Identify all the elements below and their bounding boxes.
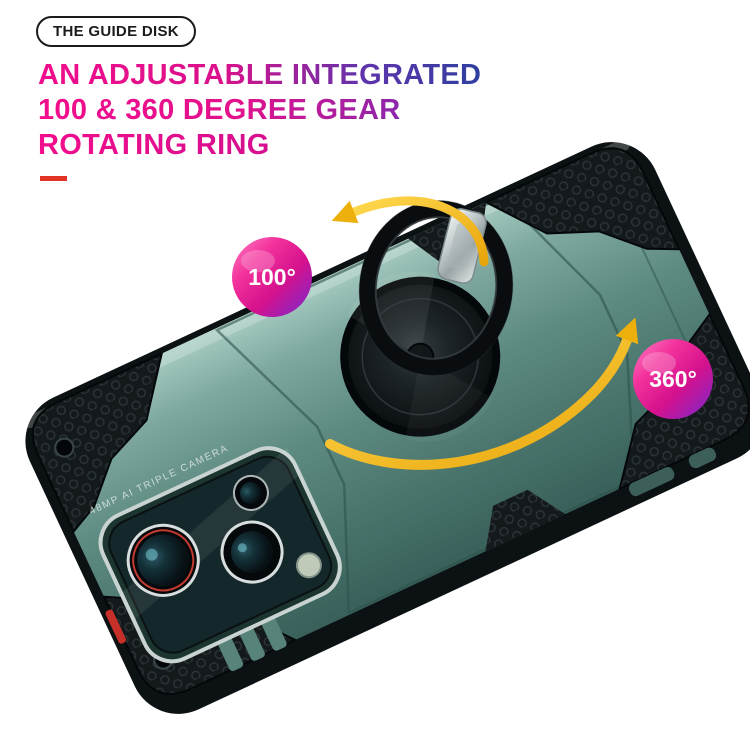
arrow-100-sweep [331, 196, 489, 267]
red-side-stripe [105, 609, 127, 644]
red-accent-dash [40, 176, 67, 181]
bumper-top-left [31, 351, 164, 534]
callout-360-badge: 360° [633, 339, 713, 419]
phone-case: 48MP AI TRIPLE CAMERA [23, 138, 750, 714]
arrow-360-head [615, 317, 639, 345]
bumper-top-right [483, 147, 681, 251]
lanyard-hole-top-rim [54, 437, 75, 458]
headline-line-2: 100 & 360 DEGREE GEAR [38, 94, 401, 126]
volume-button [688, 447, 717, 469]
power-button [628, 467, 675, 497]
arrow-360-sweep [325, 317, 639, 470]
guide-disk-badge: THE GUIDE DISK [36, 16, 196, 47]
camera-lens-main [126, 523, 200, 597]
callout-360-label: 360° [649, 366, 697, 392]
headline: AN ADJUSTABLE INTEGRATED 100 & 360 DEGRE… [38, 58, 481, 163]
lanyard-hole-top [55, 438, 74, 457]
headline-line-3: ROTATING RING [38, 129, 270, 161]
arrow-100-head [331, 200, 359, 224]
callout-100-badge: 100° [232, 237, 312, 317]
vent-bars [216, 614, 287, 671]
bumper-bottom-middle [485, 489, 566, 552]
callout-100-label: 100° [248, 264, 296, 290]
camera-lens-wide [220, 520, 284, 584]
camera-lens-macro [232, 474, 269, 511]
camera-module [98, 446, 342, 664]
camera-flash [295, 552, 322, 579]
headline-line-1: AN ADJUSTABLE INTEGRATED [38, 59, 482, 91]
